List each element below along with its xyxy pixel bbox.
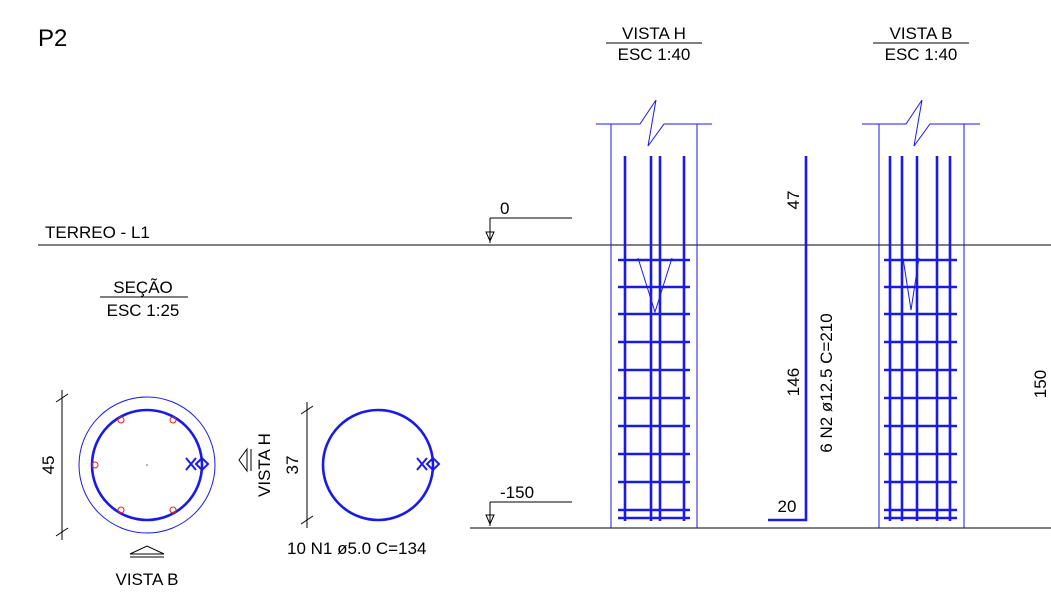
stirrup-diameter-dimension: 37	[283, 402, 314, 528]
bar-top-length: 47	[784, 191, 803, 210]
rebar-dot	[169, 416, 177, 424]
view-b-title: VISTA B	[890, 24, 953, 43]
view-h-title-block: VISTA H ESC 1:40	[606, 24, 702, 64]
view-b-title-block: VISTA B ESC 1:40	[873, 24, 969, 64]
view-b-height-value: 150	[1031, 370, 1050, 398]
view-b-elevation	[862, 99, 980, 528]
stirrup-spec: 10 N1 ø5.0 C=134	[287, 539, 426, 558]
stirrup-shape	[321, 408, 441, 522]
rebar-dot	[117, 416, 125, 424]
stirrup-diameter-value: 37	[283, 456, 302, 475]
view-marker-b: VISTA B	[116, 545, 179, 589]
elevation-marker-bottom: -150	[485, 483, 572, 526]
view-h-elevation	[596, 99, 712, 528]
elevation-marker-top: 0	[485, 199, 572, 243]
view-marker-h-label: VISTA H	[255, 433, 274, 497]
view-b-scale: ESC 1:40	[885, 45, 958, 64]
view-h-title: VISTA H	[622, 24, 686, 43]
elevation-bottom-label: -150	[500, 483, 534, 502]
bar-spec: 6 N2 ø12.5 C=210	[817, 313, 836, 452]
section-diameter-value: 45	[39, 456, 58, 475]
section-diameter-dimension: 45	[39, 390, 69, 540]
rebar-dot	[169, 506, 177, 514]
rebar-dot	[91, 461, 99, 469]
pile-section	[78, 396, 216, 534]
bar-hook-length: 20	[778, 497, 797, 516]
view-marker-h: VISTA H	[238, 433, 274, 497]
floor-name-label: TERREO - L1	[45, 223, 150, 242]
rebar-dot	[117, 506, 125, 514]
sheet-title: P2	[38, 25, 67, 52]
section-title-block: SEÇÃO ESC 1:25	[100, 278, 188, 320]
elevation-top-label: 0	[500, 199, 509, 218]
section-scale: ESC 1:25	[107, 301, 180, 320]
view-h-scale: ESC 1:40	[618, 45, 691, 64]
view-marker-b-label: VISTA B	[116, 570, 179, 589]
bar-mid-length: 146	[784, 368, 803, 396]
section-title: SEÇÃO	[113, 278, 173, 297]
bar-n2-shape	[768, 156, 808, 522]
